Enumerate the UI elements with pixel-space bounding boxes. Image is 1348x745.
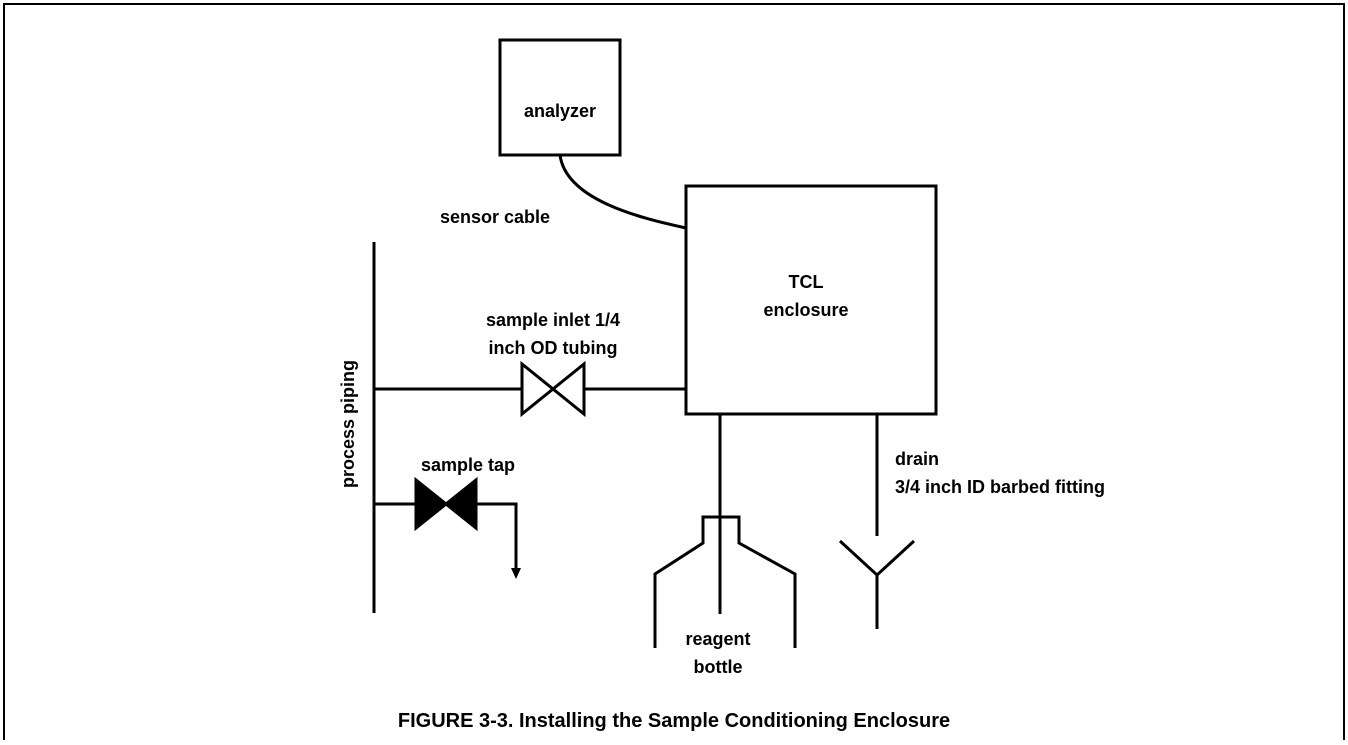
sensor-cable — [558, 154, 687, 230]
reagent-bottle-outline — [653, 515, 797, 648]
sensor-cable-label: sensor cable — [440, 207, 550, 227]
drain-label-line1: drain — [895, 449, 939, 469]
sample-tap-valve-icon — [414, 476, 478, 532]
analyzer-box — [498, 38, 622, 157]
drain-label-line2: 3/4 inch ID barbed fitting — [895, 477, 1105, 497]
sample-tap-outlet — [476, 502, 518, 572]
sample-inlet-label-line2: inch OD tubing — [489, 338, 618, 358]
figure-border — [3, 3, 1345, 740]
reagent-bottle-label-line1: reagent — [685, 629, 750, 649]
process-piping-label: process piping — [338, 360, 358, 488]
reagent-bottle-label-line2: bottle — [694, 657, 743, 677]
analyzer-label: analyzer — [524, 101, 596, 121]
enclosure-label-line1: TCL — [789, 272, 824, 292]
tcl-enclosure-box — [684, 184, 938, 416]
sample-inlet-label-line1: sample inlet 1/4 — [486, 310, 620, 330]
sample-tap-label: sample tap — [421, 455, 515, 475]
drain-funnel-icon — [838, 539, 916, 578]
figure-caption: FIGURE 3-3. Installing the Sample Condit… — [398, 710, 950, 732]
enclosure-label-line2: enclosure — [763, 300, 848, 320]
sample-tap-arrow-icon — [511, 568, 521, 579]
inlet-valve-icon — [520, 360, 586, 418]
